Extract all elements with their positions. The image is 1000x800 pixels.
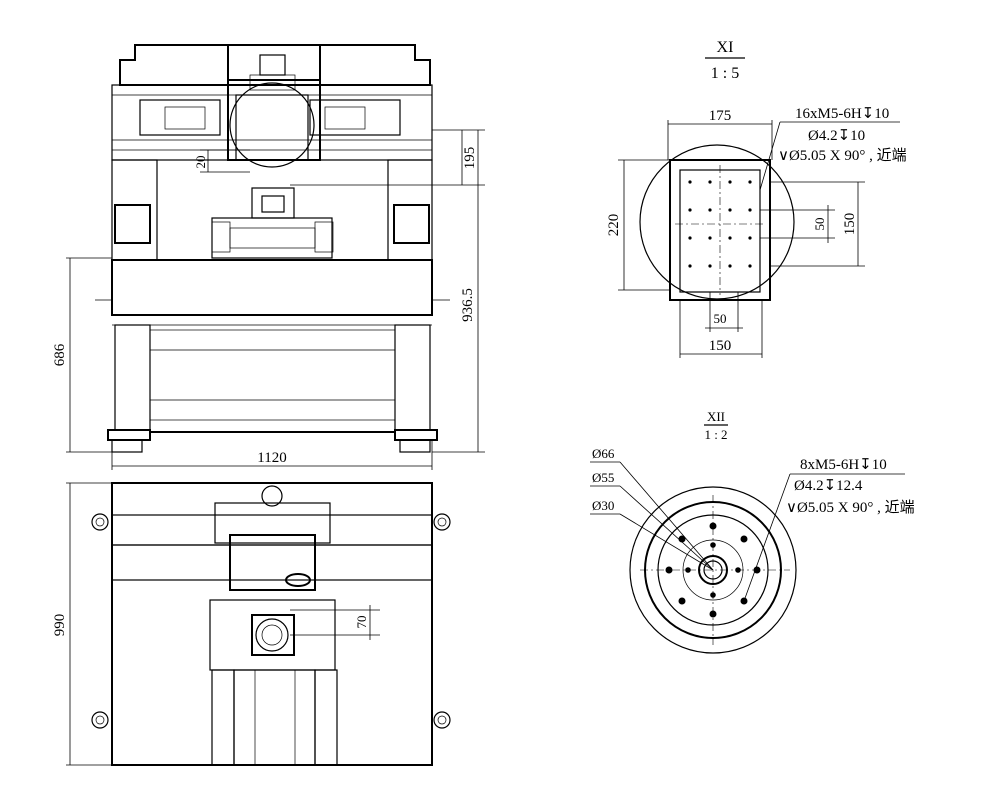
- dim-20: 20: [193, 156, 208, 169]
- dim-175: 175: [709, 108, 732, 124]
- dim-1120: 1120: [257, 450, 286, 466]
- front-dim-1120: 1120: [111, 440, 433, 470]
- xii-dia-55: Ø55: [592, 470, 614, 485]
- front-dim-686: 686: [52, 257, 112, 453]
- top-view: 990 70: [52, 482, 451, 766]
- detail-xii-title: XII: [707, 409, 725, 424]
- dim-150-bottom: 150: [709, 338, 732, 354]
- detail-xi: XI 1 : 5 175 220 50 150: [606, 39, 907, 358]
- detail-xi-scale: 1 : 5: [711, 65, 739, 82]
- front-dim-20: 20: [193, 149, 250, 173]
- xii-dia-30: Ø30: [592, 498, 614, 513]
- dim-150-right: 150: [842, 213, 858, 236]
- dim-50-right: 50: [812, 218, 827, 231]
- dim-50-bottom: 50: [714, 311, 727, 326]
- front-view: 686 936.5 195 20 1120: [52, 44, 485, 470]
- top-dim-990: 990: [52, 482, 112, 766]
- xii-dia-66: Ø66: [592, 446, 615, 461]
- xii-hole-spec-2: Ø4.2↧12.4: [794, 478, 863, 494]
- xi-hole-spec-2: Ø4.2↧10: [808, 128, 865, 144]
- dim-70: 70: [354, 616, 369, 629]
- xii-hole-spec-1: 8xM5-6H↧10: [800, 457, 887, 473]
- dim-990: 990: [52, 614, 68, 637]
- top-dim-70: 70: [290, 605, 380, 640]
- dim-195: 195: [462, 147, 478, 170]
- front-dim-936: 936.5: [432, 129, 485, 453]
- dim-220: 220: [606, 214, 622, 237]
- dim-936-5: 936.5: [460, 288, 476, 322]
- detail-xii-scale: 1 : 2: [704, 427, 727, 442]
- detail-xi-title: XI: [717, 39, 734, 56]
- xi-hole-spec-3: ∨Ø5.05 X 90° , 近端: [778, 147, 907, 164]
- detail-xii: XII 1 : 2 Ø66 Ø55 Ø30 8xM5-6H↧: [590, 409, 915, 654]
- xi-hole-spec-1: 16xM5-6H↧10: [795, 106, 889, 122]
- dim-686: 686: [52, 343, 68, 366]
- front-dim-195: 195: [290, 130, 485, 186]
- xii-hole-spec-3: ∨Ø5.05 X 90° , 近端: [786, 499, 915, 516]
